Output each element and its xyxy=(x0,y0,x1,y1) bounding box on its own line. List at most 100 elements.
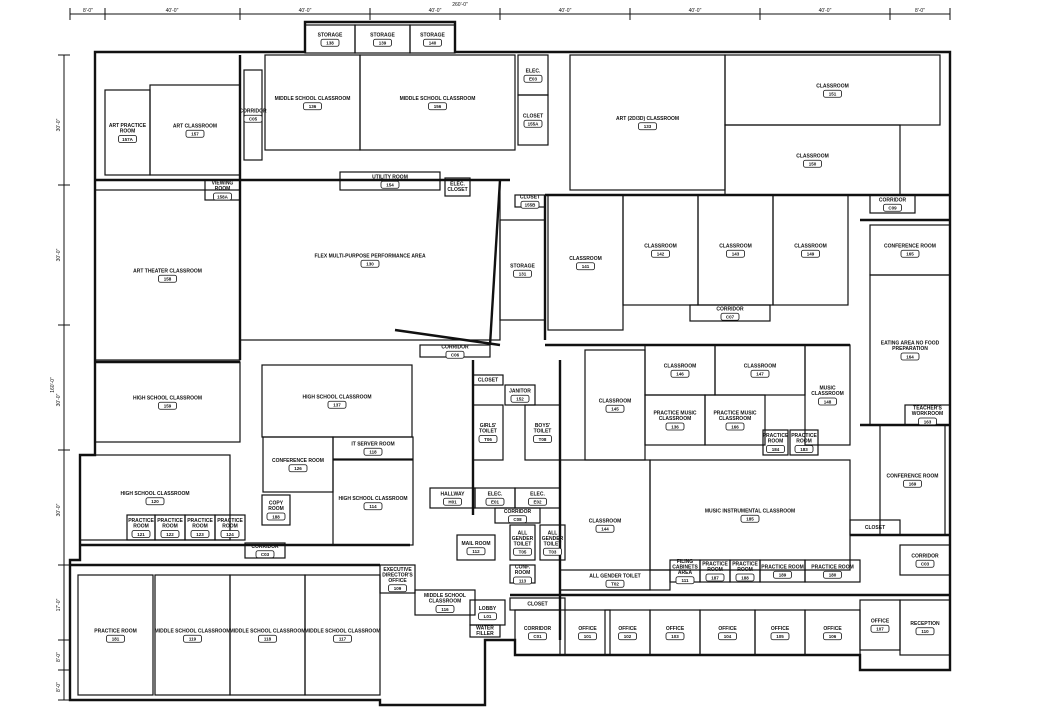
dim-left-overall: 160'-0" xyxy=(50,377,56,393)
room-number-tag xyxy=(870,624,890,633)
room-number-tag xyxy=(576,262,595,271)
room-outline xyxy=(332,436,414,460)
room-label: OFFICE xyxy=(771,626,790,632)
room-closet: CLOSET xyxy=(472,374,504,386)
room-number: 150 xyxy=(809,162,817,167)
room-number: 157A xyxy=(122,137,134,142)
room-number: C09 xyxy=(888,206,897,211)
room-label: CORRIDOR xyxy=(239,108,267,114)
room-number-tag xyxy=(523,119,543,128)
room-label: UTILITY ROOM xyxy=(372,174,408,180)
room-number: 123 xyxy=(196,532,204,537)
room-label: CLOSET xyxy=(520,194,540,200)
room-label: CONFERENCE ROOM xyxy=(884,243,936,249)
room-number-tag xyxy=(118,135,137,143)
room-label: MIDDLE SCHOOL CLASSROOM xyxy=(275,96,351,102)
room-outline xyxy=(879,424,946,536)
dim-left-3: 30'-0" xyxy=(56,393,62,406)
room-number: 141 xyxy=(582,264,590,269)
room-outline xyxy=(704,394,766,446)
room-label: CLASSROOM xyxy=(744,363,777,369)
room-number: 156 xyxy=(434,104,442,109)
room-label: OFFICE xyxy=(618,626,637,632)
room-number-tag xyxy=(185,129,205,138)
room-label: ART THEATER CLASSROOM xyxy=(133,268,202,274)
room-outline xyxy=(517,94,549,146)
room-label: LOBBY xyxy=(479,606,497,612)
room-label: GIRLS'TOILET xyxy=(479,423,497,435)
room-elec-e02: ELEC. E02 xyxy=(514,487,561,509)
room-number: 142 xyxy=(657,252,665,257)
room-label: CORRIDOR xyxy=(504,509,532,515)
room-number: 159 xyxy=(164,404,172,409)
room-outline xyxy=(469,624,501,638)
room-number: 146 xyxy=(676,372,684,377)
room-label: ELEC. xyxy=(530,491,545,497)
room-number-tag xyxy=(740,514,760,523)
room-number: 184 xyxy=(772,447,780,452)
room-outline xyxy=(524,404,561,461)
room-number: 133 xyxy=(644,124,652,129)
room-number-tag xyxy=(510,394,530,403)
room-outline xyxy=(214,514,246,541)
room-number: E02 xyxy=(533,500,542,505)
room-number: 137 xyxy=(333,403,341,408)
room-number-tag xyxy=(303,102,322,111)
room-number: L01 xyxy=(484,614,492,619)
room-number: 138 xyxy=(326,41,334,46)
room-number: E01 xyxy=(491,500,500,505)
dim-top-6: 40'-0" xyxy=(689,8,702,14)
left-dimension-line: 30'-0" 30'-0" 160'-0" 30'-0" 30'-0" 17'-… xyxy=(50,54,70,701)
room-number-tag xyxy=(883,203,902,212)
room-number: 120 xyxy=(151,499,159,504)
room-label: CLOSET xyxy=(865,525,885,531)
dim-left-7: 8'-0" xyxy=(56,682,62,692)
room-number-tag xyxy=(903,479,922,488)
room-label: MIDDLE SCHOOL CLASSROOM xyxy=(305,628,381,634)
room-number: 180 xyxy=(829,573,837,578)
dim-left-0: 30'-0" xyxy=(56,118,62,131)
room-number-tag xyxy=(106,634,125,643)
room-number-tag xyxy=(543,547,562,556)
room-number-tag xyxy=(803,159,822,168)
room-number-tag xyxy=(513,269,532,278)
room-outline xyxy=(564,609,611,656)
dim-top-1: 40'-0" xyxy=(166,8,179,14)
room-outline xyxy=(514,609,561,656)
room-outline xyxy=(456,534,496,561)
room-outline xyxy=(409,24,456,54)
room-outline xyxy=(772,194,849,306)
room-number-tag xyxy=(435,605,455,613)
room-number-tag xyxy=(578,632,597,641)
room-label: CLOSET xyxy=(478,377,498,383)
room-number-tag xyxy=(380,180,400,189)
room-label: OFFICE xyxy=(823,626,842,632)
room-outline xyxy=(243,69,263,161)
room-label: CLOSET xyxy=(523,113,543,119)
room-number: 147 xyxy=(756,372,764,377)
room-outline xyxy=(499,219,546,321)
